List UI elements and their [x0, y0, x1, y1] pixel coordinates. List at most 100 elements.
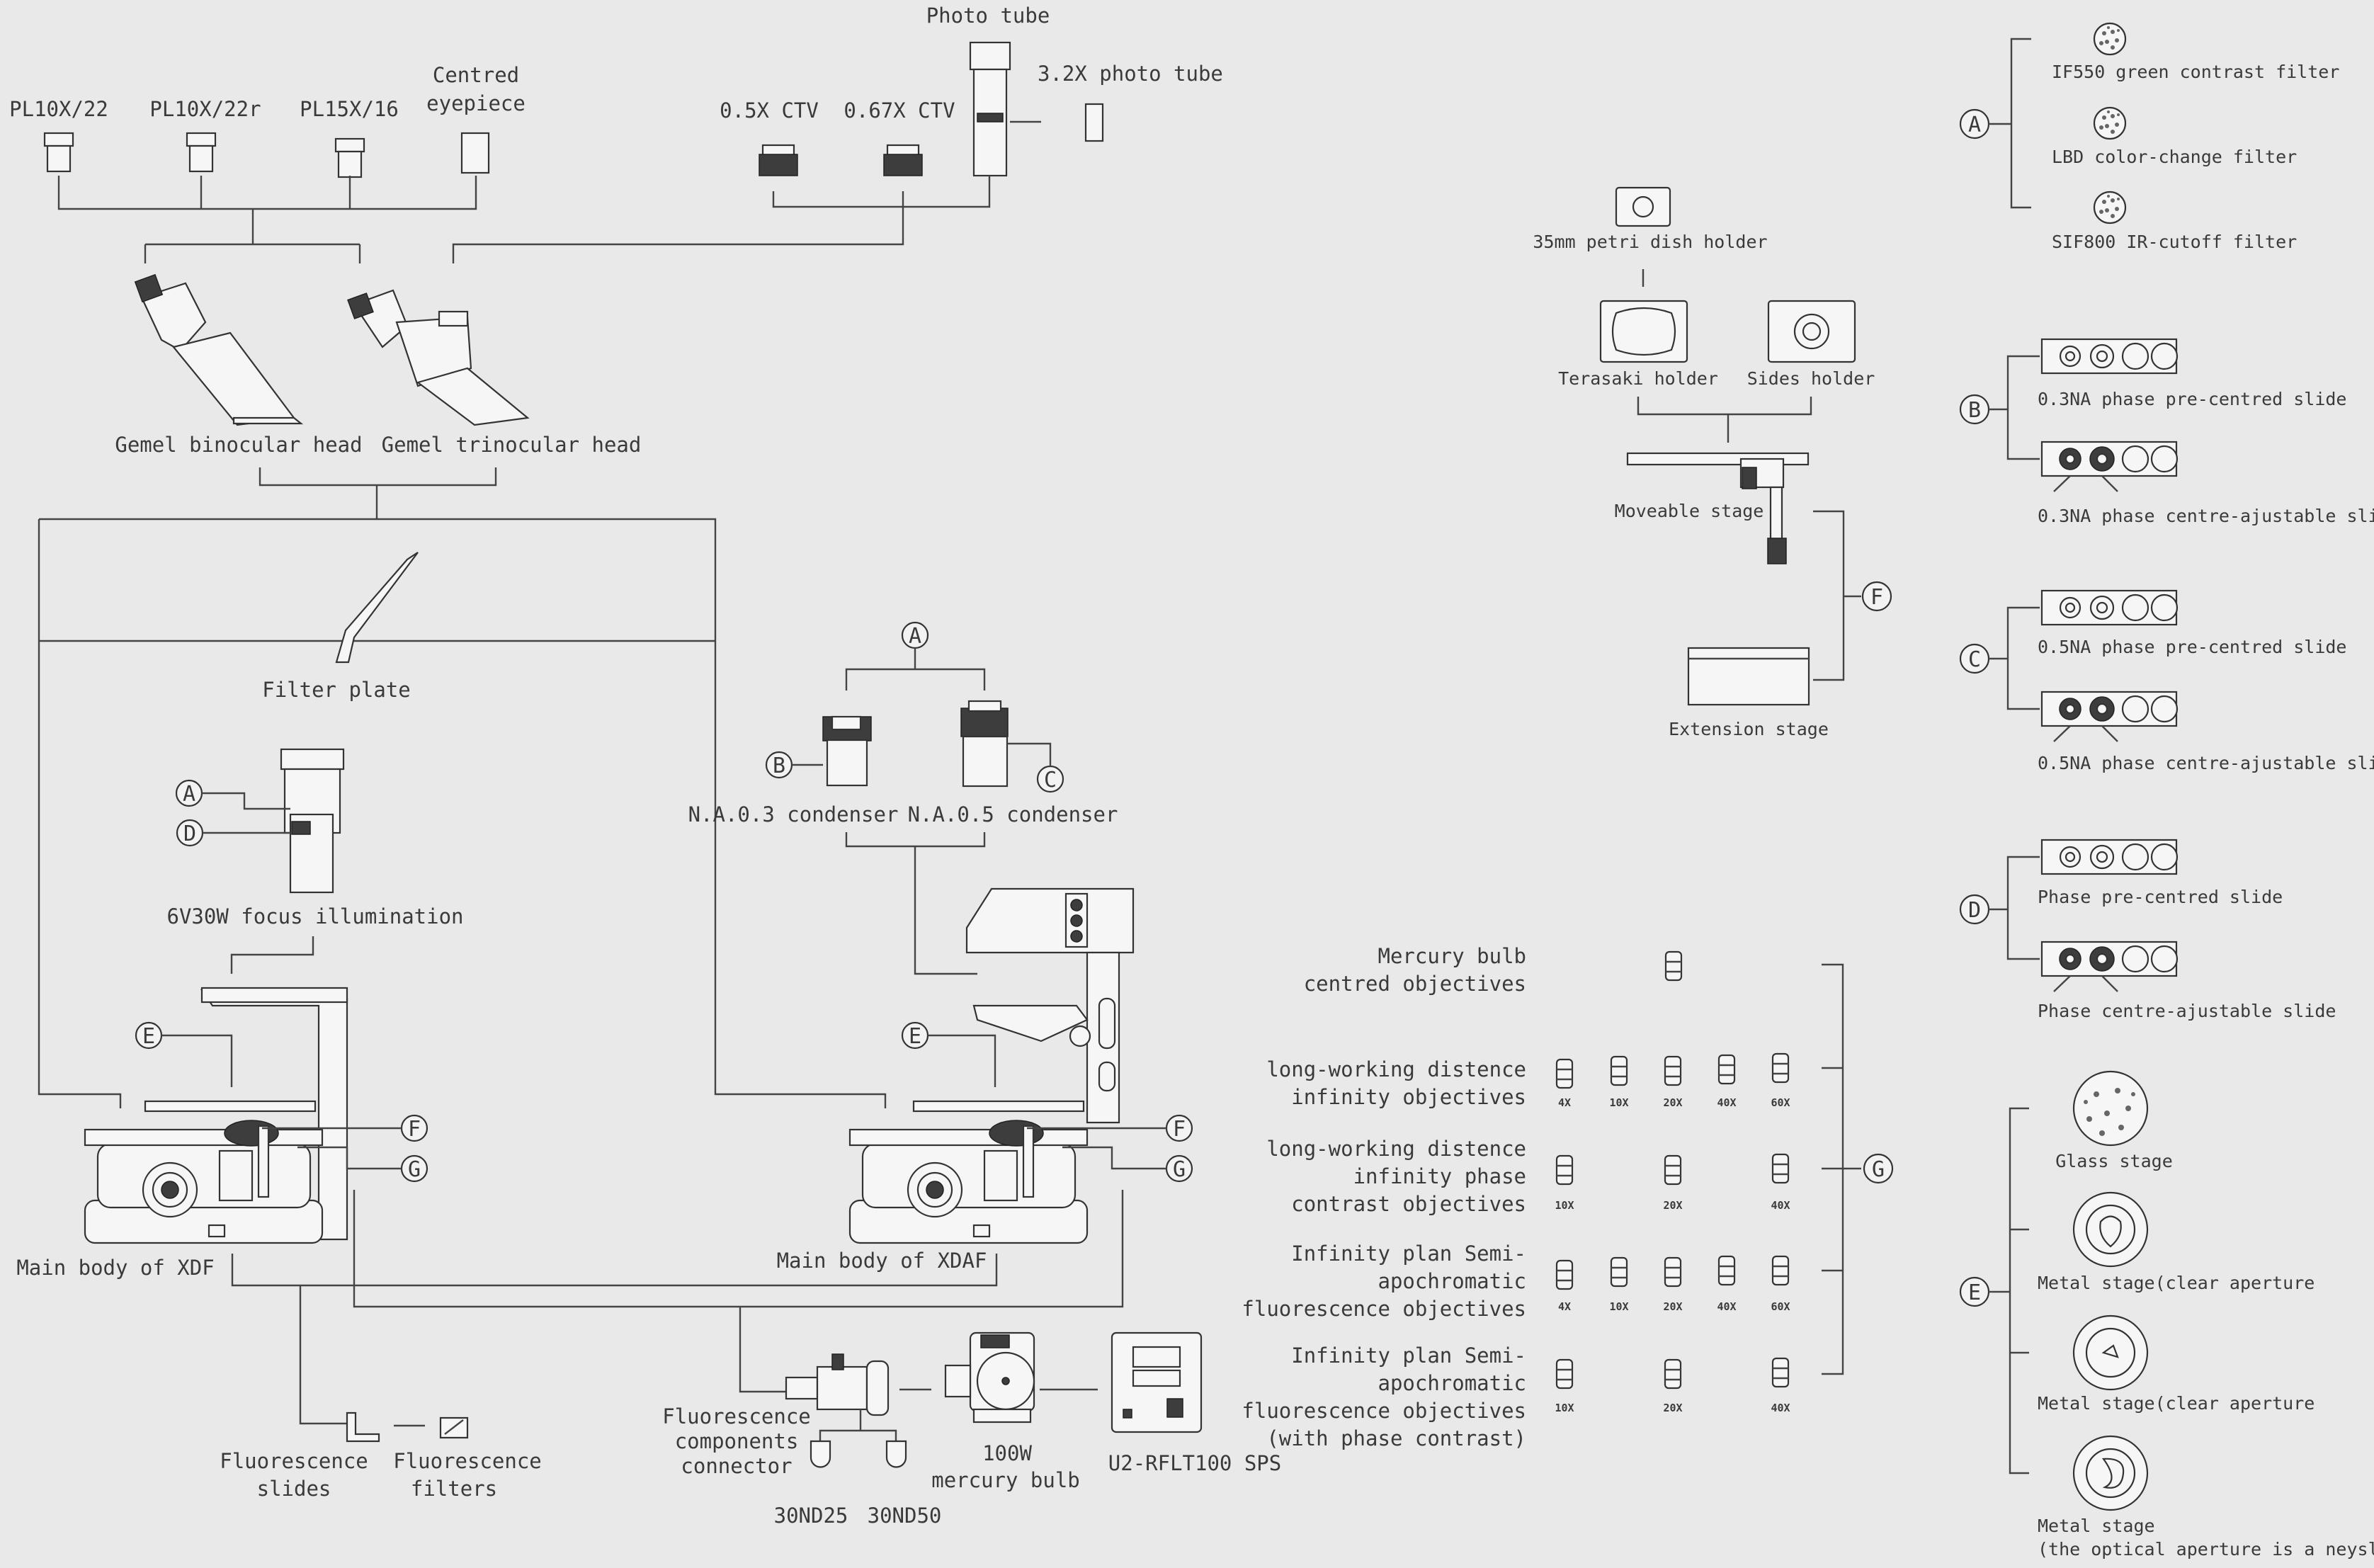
sif800-filter-icon — [2093, 191, 2127, 225]
svg-text:A: A — [909, 624, 921, 649]
objectives-mercury-label-2: centred objectives — [1304, 972, 1526, 996]
svg-text:F: F — [1870, 585, 1883, 610]
condenser-na05-label: N.A.0.5 condenser — [908, 802, 1118, 826]
objective-semiph-40x-icon — [1771, 1357, 1790, 1388]
binocular-head-label: Gemel binocular head — [115, 433, 362, 457]
slide-c-adjustable-icon — [2040, 691, 2179, 743]
condenser-na03-label: N.A.0.3 condenser — [688, 802, 899, 826]
xdf-main-body-icon — [84, 1119, 324, 1244]
photo-tube-label: Photo tube — [926, 4, 1050, 28]
power-supply-label: U2-RFLT100 SPS — [1108, 1451, 1281, 1475]
eyepiece-pl10x22r-label: PL10X/22r — [149, 97, 261, 121]
eyepiece-centred-label-1: Centred — [433, 63, 519, 87]
binocular-head-icon — [134, 273, 304, 426]
svg-text:4X: 4X — [1558, 1300, 1571, 1313]
condenser-na05-icon — [960, 700, 1009, 788]
objective-lwdph-40x-icon — [1771, 1153, 1790, 1184]
objectives-lwdph-label-1: long-working distence — [1266, 1137, 1526, 1161]
metal-stage-1-icon — [2072, 1191, 2149, 1268]
eyepiece-pl15x16-icon — [334, 137, 365, 178]
svg-text:20X: 20X — [1663, 1402, 1682, 1414]
xdaf-illuminator-icon — [965, 887, 1135, 1124]
objective-semi-10x-icon — [1610, 1256, 1628, 1288]
svg-text:40X: 40X — [1717, 1096, 1736, 1109]
metal-stage-3-label-1: Metal stage — [2038, 1516, 2155, 1536]
eyepiece-pl10x22r-icon — [186, 132, 217, 173]
focus-illumination-icon — [280, 748, 345, 894]
nd50-filter-icon — [885, 1440, 907, 1468]
filters-group: A IF550 green contrast filter LBD color-… — [1959, 22, 2339, 252]
svg-text:60X: 60X — [1771, 1096, 1790, 1109]
badge-f-stage — [1861, 581, 1892, 612]
svg-text:40X: 40X — [1717, 1300, 1736, 1313]
svg-text:20X: 20X — [1663, 1199, 1682, 1212]
eyepiece-group: PL10X/22 PL10X/22r PL15X/16 Centred eyep… — [9, 63, 526, 263]
objectives-lwd-label-2: infinity objectives — [1291, 1085, 1526, 1109]
nd50-label: 30ND50 — [868, 1504, 942, 1528]
slide-b-adjustable-icon — [2040, 441, 2179, 493]
objective-mercury-icon — [1664, 950, 1683, 982]
moveable-stage-icon — [1626, 452, 1810, 564]
fluorescence-connector-label-1: Fluorescence — [662, 1404, 811, 1428]
condenser-na03-icon — [822, 715, 872, 787]
slide-d-adjustable-label: Phase centre-ajustable slide — [2038, 1001, 2336, 1021]
objectives-semiph-label-1: Infinity plan Semi- — [1291, 1343, 1526, 1368]
svg-text:C: C — [1968, 647, 1981, 672]
fluorescence-connector-label-2: components — [675, 1429, 799, 1453]
objective-lwd-40x-icon — [1717, 1054, 1736, 1085]
filter-plate-label: Filter plate — [262, 678, 411, 702]
objective-semi-60x-icon — [1771, 1255, 1790, 1286]
svg-text:A: A — [183, 782, 195, 807]
badge-g-objectives — [1863, 1153, 1894, 1184]
ctv-067x-icon — [883, 144, 923, 176]
sides-holder-icon — [1767, 300, 1856, 363]
svg-text:A: A — [1968, 113, 1981, 137]
objectives-lwdph-label-2: infinity phase — [1353, 1164, 1526, 1188]
mercury-bulb-label-1: 100W — [982, 1441, 1032, 1465]
svg-text:20X: 20X — [1663, 1096, 1682, 1109]
objective-semi-40x-icon — [1717, 1255, 1736, 1286]
objective-semiph-10x-icon — [1555, 1358, 1574, 1390]
moveable-stage-label: Moveable stage — [1615, 501, 1764, 521]
objective-semiph-20x-icon — [1664, 1358, 1682, 1390]
photo-tube-icon — [969, 41, 1011, 177]
slide-b-precentred-icon — [2040, 338, 2179, 375]
objectives-mercury-label-1: Mercury bulb — [1378, 944, 1526, 968]
eyepiece-pl15x16-label: PL15X/16 — [300, 97, 399, 121]
fluorescence-chain: Fluorescence slides Fluorescence filters… — [220, 1190, 1420, 1528]
slide-b-adjustable-label: 0.3NA phase centre-ajustable slide — [2038, 506, 2374, 526]
ctv-067x-label: 0.67X CTV — [844, 98, 955, 123]
objectives-group: Mercury bulb centred objectives long-wor… — [1242, 944, 1894, 1450]
eyepiece-pl10x22-icon — [43, 132, 74, 173]
metal-stage-2-icon — [2072, 1314, 2149, 1391]
fluorescence-filters-icon — [439, 1416, 469, 1439]
svg-text:B: B — [773, 754, 785, 778]
slide-c-precentred-label: 0.5NA phase pre-centred slide — [2038, 637, 2347, 657]
ctv-05x-label: 0.5X CTV — [720, 98, 819, 123]
slide-c-adjustable-label: 0.5NA phase centre-ajustable slide — [2038, 753, 2374, 773]
svg-text:10X: 10X — [1555, 1402, 1574, 1414]
xdf-frame: Filter plate A D 6V30W focus illuminatio… — [16, 518, 887, 1280]
terasaki-holder-label: Terasaki holder — [1558, 368, 1718, 389]
slide-c-precentred-icon — [2040, 589, 2179, 626]
fluorescence-connector-label-3: connector — [681, 1454, 792, 1478]
svg-text:40X: 40X — [1771, 1402, 1790, 1414]
svg-text:20X: 20X — [1663, 1300, 1682, 1313]
slide-b-precentred-label: 0.3NA phase pre-centred slide — [2038, 389, 2347, 409]
objectives-semi-label-1: Infinity plan Semi- — [1291, 1242, 1526, 1266]
heads-group: Gemel binocular head Gemel trinocular he… — [115, 273, 641, 519]
photo-tube-32x-icon — [1084, 103, 1104, 142]
slide-d-precentred-label: Phase pre-centred slide — [2038, 887, 2283, 907]
slide-d-precentred-icon — [2040, 839, 2179, 875]
objective-lwd-4x-icon — [1555, 1058, 1574, 1089]
fluorescence-slides-label-1: Fluorescence — [220, 1449, 368, 1473]
objectives-semiph-label-2: apochromatic — [1378, 1371, 1526, 1395]
svg-text:G: G — [1872, 1157, 1885, 1182]
power-supply-icon — [1111, 1331, 1203, 1433]
svg-text:D: D — [183, 822, 196, 846]
slide-d-adjustable-icon — [2040, 941, 2179, 993]
focus-illumination-label: 6V30W focus illumination — [166, 904, 463, 928]
svg-text:B: B — [1968, 398, 1981, 423]
photo-group: Photo tube 3.2X photo tube 0.5X CTV 0.67… — [452, 4, 1223, 263]
stage-accessories-group: 35mm petri dish holder Terasaki holder S… — [1533, 186, 1892, 739]
